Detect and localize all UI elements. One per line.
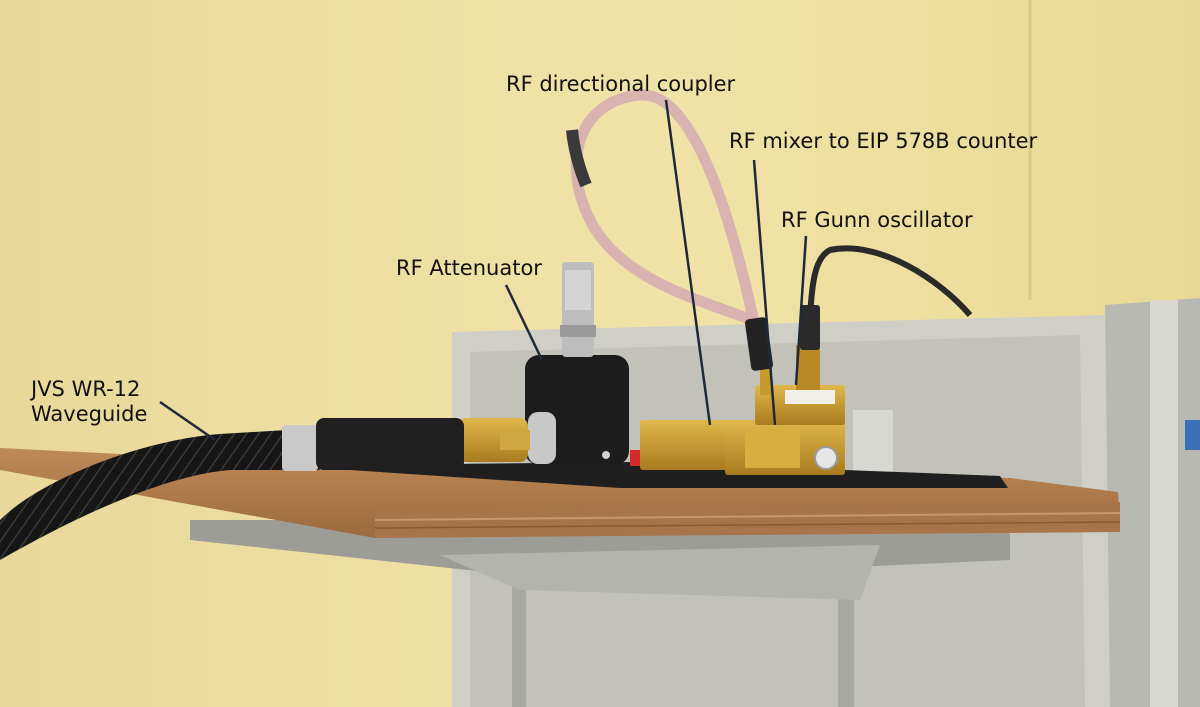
tuning-screw [814,446,838,470]
label-waveguide-line1: JVS WR-12 [31,377,141,401]
cabinet-rail-left [512,565,526,707]
leader-lines [159,99,808,442]
label-waveguide-line2: Waveguide [31,402,148,426]
pink-coax-loop [570,89,768,362]
cabinet-blue-tag [1185,420,1200,450]
waveguide-sleeve [316,418,464,470]
brass-connector-left [458,418,528,462]
flange-silver [528,412,556,464]
label-waveguide: JVS WR-12 Waveguide [31,377,147,427]
shelf-bracket-light [440,545,880,600]
waveguide-cable [0,428,320,560]
waveguide-silver-band [282,425,318,471]
black-mat [345,462,1008,488]
coax-black-sleeve [745,317,773,371]
label-gunn-oscillator: RF Gunn oscillator [781,208,973,232]
gunn-bias-cable [805,245,973,346]
label-rf-mixer: RF mixer to EIP 578B counter [729,129,1038,153]
cabinet-edge [1150,300,1178,707]
wood-shelf-edge [375,502,1120,538]
label-attenuator: RF Attenuator [396,256,542,280]
label-directional-coupler: RF directional coupler [506,72,736,96]
directional-coupler [640,420,730,470]
